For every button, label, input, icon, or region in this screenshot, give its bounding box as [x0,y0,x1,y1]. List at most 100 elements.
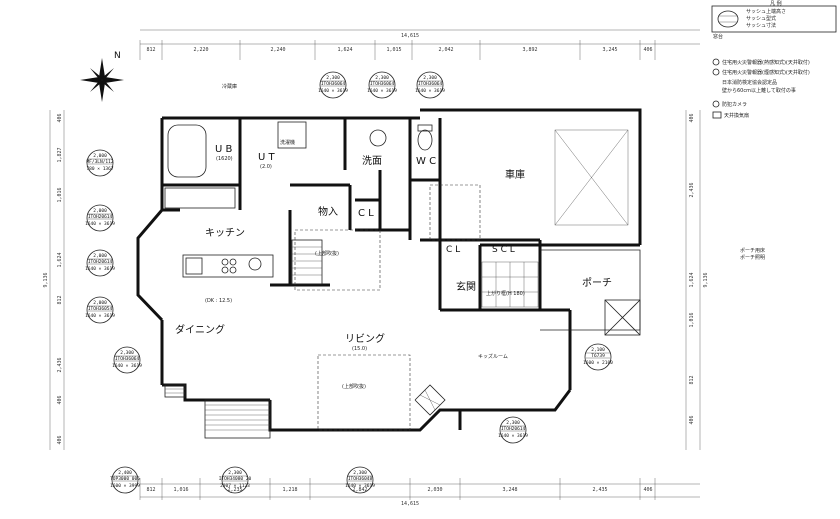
dim-right-1: 2,436 [689,182,695,197]
window-tag-b: ITOH36048 [348,476,373,482]
window-tag-a: 2,000 [93,300,107,306]
window-tag-c: 1640 × 3619 [85,313,115,319]
staircase [291,239,323,285]
dim-top-0: 812 [146,47,155,53]
window-tag-a: 2,300 [228,470,242,476]
room-senmen: 洗面 [362,155,382,167]
room-wc: W C [416,156,436,167]
window-tag-b: ITOH20614 [88,214,113,220]
dim-left-3: 1,624 [57,252,63,267]
room-garage: 車庫 [505,168,525,181]
legend-note-1: 住宅用火災警報器(熱感知式)(天井取付) [722,59,810,66]
dim-left-2: 1,016 [57,187,63,202]
fixtures [164,121,629,439]
room-ut: U T [258,152,275,163]
window-tag-circle [86,296,114,324]
window-tag-circle [86,149,114,177]
window-tag-c: 1640 × 3619 [85,221,115,227]
dim-bottom-6: 3,248 [502,487,517,493]
legend-note-5: 防犯カメラ [722,101,747,108]
room-kitchen: キッチン [205,227,245,239]
window-tag-c: 1600 × 3999 [110,483,140,489]
dim-left-6: 406 [57,395,63,404]
dim-bottom-7: 2,435 [592,487,607,493]
window-tag-c: 1640 × 3619 [318,88,348,94]
washer-icon [277,121,307,149]
dim-bottom-4: 2,842 [352,487,367,493]
window-tag-b: ITOH36054 [88,306,113,312]
room-fukinuke: (上部吹抜) [342,383,366,390]
dim-right-0: 406 [689,113,695,122]
window-tag-c: 1640 × 3619 [112,363,142,369]
dim-right-total: 9,136 [703,272,709,287]
dim-top-6: 3,892 [522,47,537,53]
window-tag-circle [111,466,139,494]
window-tag-c: 1640 × 3619 [85,266,115,272]
window-tag-circle [416,71,444,99]
room-dining: ダイニング [175,323,225,336]
legend-note-2: 住宅用火災警報器(煙感知式)(天井取付) [722,69,810,76]
window-tag-c: 780 × 1367 [86,166,113,172]
window-tag-circle [86,249,114,277]
dim-bottom-1: 1,016 [173,487,188,493]
room-kidsroom: キッズルーム [478,353,508,360]
staircase-2 [414,384,446,416]
window-tag-a: 2,300 [375,75,389,81]
label-washer: 洗濯機 [280,139,295,146]
dim-right-5: 406 [689,415,695,424]
window-tag-a: 2,300 [423,75,437,81]
dim-left-total: 9,136 [43,272,49,287]
window-tag-b: ITOH20614 [501,426,526,432]
window-tag-a: 2,100 [591,347,605,353]
window-tag-a: 2,000 [93,253,107,259]
legend-note-6: 天井換気扇 [724,112,749,119]
room-genkan: 玄関 [456,280,476,293]
sink-icon [369,129,387,147]
dim-right-2: 1,624 [689,272,695,287]
window-tag-circle [346,466,374,494]
dimension-lines [49,29,701,500]
dim-top-8: 406 [643,47,652,53]
dim-bottom-total: 14,615 [401,501,419,507]
legend-line-0: サッシュ上端高さ [746,8,786,15]
window-tag-a: 2,300 [120,350,134,356]
room-ub: U B [215,144,232,155]
dim-top-2: 2,240 [270,47,285,53]
window-tag-a: 2,000 [93,208,107,214]
legend-notes: 窓台 住宅用火災警報器(熱感知式)(天井取付) 住宅用火災警報器(煙感知式)(天… [712,33,810,119]
legend-line-1: サッシュ型式 [746,15,776,22]
dim-left-7: 406 [57,435,63,444]
window-tag-circle [584,343,612,371]
dim-left-4: 812 [57,295,63,304]
legend-title: 凡 例 [770,0,782,7]
window-tag-b: ITOH34080 20 [219,476,252,482]
window-tag-b: MF/3LN/112 [86,159,113,165]
window-tag-a: 2,400 [118,470,132,476]
label-fridge: 冷蔵庫 [222,83,237,90]
room-dk-size: (DK : 12.5) [205,298,232,304]
window-tag-c: 1640 × 3619 [367,88,397,94]
room-scl: S C L [492,245,515,255]
dim-top-1: 2,220 [193,47,208,53]
deck-steps [164,384,186,398]
bathtub-icon [167,124,207,178]
porch-note-1: ポーチ用床 [740,247,765,254]
room-fukinuke-2: (上部吹抜) [315,250,339,257]
deck [204,399,271,439]
dim-top-4: 1,015 [386,47,401,53]
window-tag-c: 1640 × 3619 [415,88,445,94]
north-arrow-icon [80,58,124,102]
toilet-icon [417,129,433,151]
dim-bottom-5: 2,030 [427,487,442,493]
window-tag-a: 2,300 [353,470,367,476]
